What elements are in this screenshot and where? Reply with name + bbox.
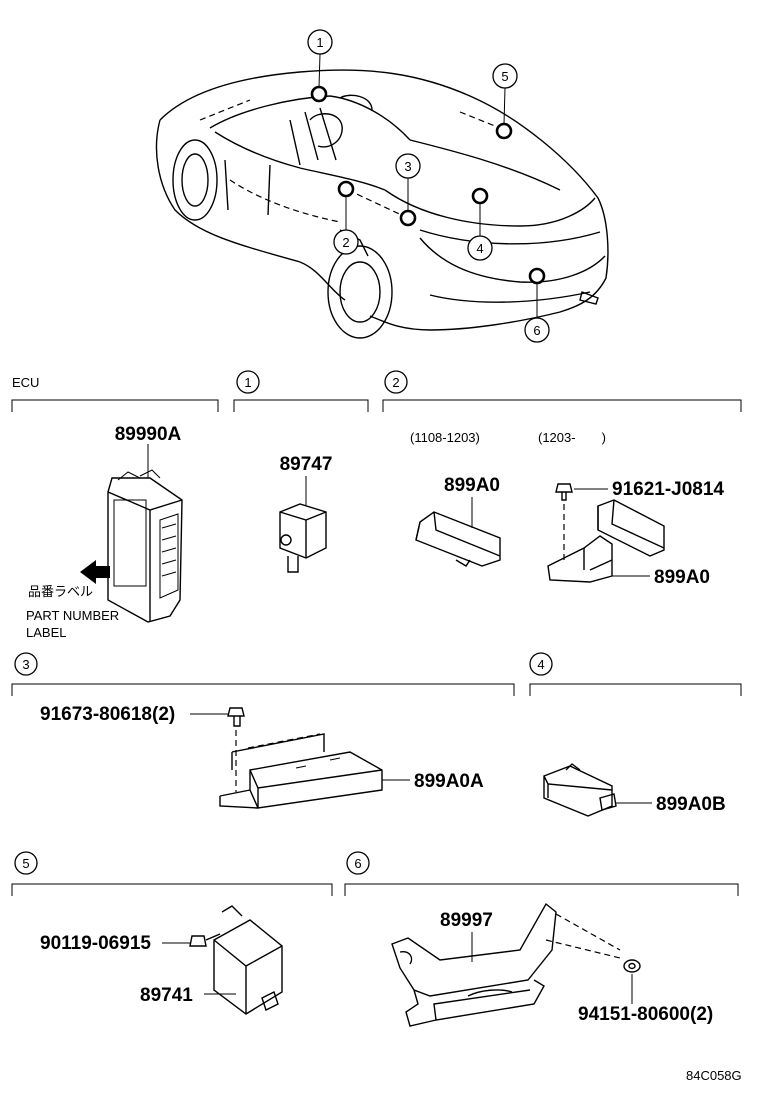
label-en-line2: LABEL — [26, 625, 66, 640]
section-3-bracket — [11, 683, 515, 696]
section-2-bracket — [382, 399, 742, 412]
module-5 — [213, 905, 283, 1015]
part-89747: 89747 — [280, 454, 333, 475]
callout-1: 1 — [316, 35, 323, 50]
nut-path — [545, 913, 621, 959]
section-5-bracket — [11, 883, 333, 896]
callout-circles — [307, 29, 550, 343]
antenna-2b — [547, 499, 665, 583]
ecu-section-title: ECU — [12, 375, 39, 390]
antenna-4 — [543, 763, 617, 817]
antenna-3 — [219, 733, 383, 809]
section-1-number: 1 — [244, 375, 251, 390]
callout-5: 5 — [501, 69, 508, 84]
section-5-number: 5 — [22, 856, 29, 871]
label-jp: 品番ラベル — [28, 584, 93, 599]
arrow-icon — [80, 560, 110, 584]
bolt-91673: 91673-80618(2) — [40, 704, 175, 725]
label-en-line1: PART NUMBER — [26, 608, 119, 623]
range-label-b: (1203- ) — [538, 430, 606, 445]
bolt-icon-5 — [189, 933, 221, 947]
part-89741: 89741 — [140, 985, 193, 1006]
section-1-bracket — [233, 399, 369, 412]
ecu-bracket — [11, 399, 219, 412]
bolt-91621: 91621-J0814 — [612, 479, 724, 500]
bolt-icon-3 — [227, 707, 245, 727]
ecu-unit — [107, 469, 183, 623]
section-4-number: 4 — [537, 657, 544, 672]
section-3-number: 3 — [22, 657, 29, 672]
section-2-number: 2 — [392, 375, 399, 390]
part-899A0-a: 899A0 — [444, 475, 500, 496]
bolt-icon — [555, 483, 573, 501]
ecu-part-number: 89990A — [115, 424, 182, 445]
part-899A0A: 899A0A — [414, 771, 484, 792]
nut-icon — [623, 959, 641, 973]
section-6-bracket — [344, 883, 739, 896]
callout-2: 2 — [342, 235, 349, 250]
sensor-1 — [279, 503, 327, 573]
section-4-bracket — [529, 683, 742, 696]
module-6 — [391, 902, 557, 1027]
antenna-2a — [415, 511, 501, 567]
nut-94151: 94151-80600(2) — [578, 1004, 713, 1025]
callout-4: 4 — [476, 241, 483, 256]
vehicle-illustration — [155, 69, 609, 339]
section-6-number: 6 — [354, 856, 361, 871]
location-markers — [310, 53, 546, 318]
bolt-90119: 90119-06915 — [40, 933, 151, 954]
part-89997: 89997 — [440, 910, 493, 931]
range-label-a: (1108-1203) — [410, 430, 480, 445]
part-899A0-b: 899A0 — [654, 567, 710, 588]
callout-6: 6 — [533, 323, 540, 338]
vehicle-hidden-lines — [199, 99, 501, 223]
diagram-code: 84C058G — [686, 1068, 742, 1083]
callout-3: 3 — [404, 159, 411, 174]
part-899A0B: 899A0B — [656, 794, 726, 815]
